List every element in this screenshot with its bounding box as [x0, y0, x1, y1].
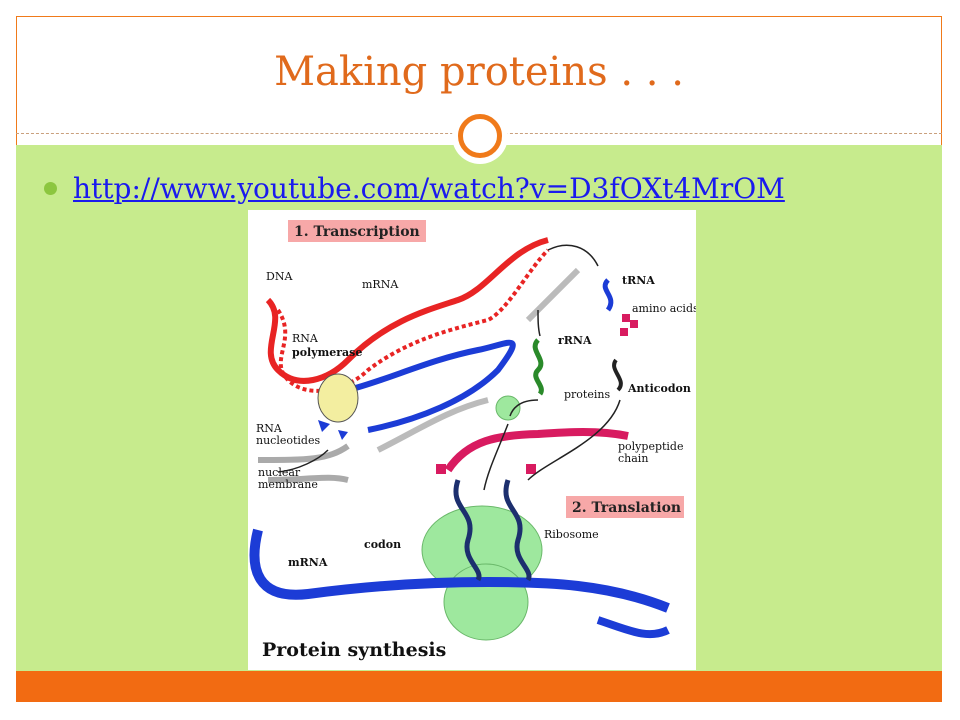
ribosome-trna-right — [503, 479, 532, 582]
label-codon: codon — [364, 538, 401, 551]
arrow-icon — [547, 244, 599, 267]
mrna-transcribed-strand — [347, 339, 516, 433]
arrow-icon — [537, 309, 541, 337]
dna-strand-a — [265, 237, 549, 384]
amino-acid — [630, 320, 638, 328]
youtube-link[interactable]: http://www.youtube.com/watch?v=D3fOXt4Mr… — [73, 171, 785, 205]
mrna-bottom-tail — [596, 616, 670, 639]
translation-label: 2. Translation — [572, 500, 681, 516]
protein-synthesis-figure: 1. Transcription 2. Translation — [248, 210, 696, 670]
ribosomal-subunit — [495, 395, 521, 421]
label-rna-nucleotides-1: RNA — [256, 422, 283, 435]
trna-molecule — [602, 278, 614, 312]
dna-strand-b — [276, 248, 550, 393]
amino-acid — [620, 328, 628, 336]
rrna-molecule — [532, 338, 544, 396]
label-dna: DNA — [266, 270, 293, 283]
label-mrna-top: mRNA — [362, 278, 399, 291]
label-polypeptide-2: chain — [618, 452, 648, 465]
label-anticodon: Anticodon — [627, 382, 691, 395]
label-rrna: rRNA — [558, 334, 592, 347]
nuclear-membrane — [257, 443, 350, 483]
label-polypeptide-1: polypeptide — [618, 440, 683, 453]
label-ribosome: Ribosome — [544, 528, 599, 541]
trna-amino-acid — [526, 464, 536, 474]
translation-label-box — [566, 496, 684, 518]
trna-amino-acid — [436, 464, 446, 474]
trna-anticodon-molecule — [612, 358, 623, 392]
amino-acid — [622, 314, 630, 322]
label-nuclear-membrane-1: nuclear — [258, 466, 301, 479]
ribosome-small-subunit — [443, 563, 529, 641]
arrow-icon — [509, 399, 539, 417]
transcription-label-box — [288, 220, 426, 242]
label-nuclear-membrane-2: membrane — [258, 478, 318, 491]
label-mrna-bottom: mRNA — [288, 556, 328, 569]
mrna-bottom-strand — [249, 528, 670, 613]
ring-icon — [458, 114, 502, 158]
arrow-icon — [277, 449, 329, 473]
transcription-label: 1. Transcription — [294, 224, 420, 240]
rna-nucleotide — [338, 430, 348, 440]
ribosome-trna-left — [453, 479, 482, 582]
nuclear-membrane-2 — [376, 267, 581, 453]
rna-polymerase — [317, 373, 359, 423]
bullet-item: http://www.youtube.com/watch?v=D3fOXt4Mr… — [44, 168, 785, 208]
label-rna-nucleotides-2: nucleotides — [256, 434, 320, 447]
label-trna: tRNA — [622, 274, 655, 287]
polypeptide-chain — [444, 428, 629, 473]
label-proteins: proteins — [564, 388, 610, 401]
arrow-icon — [483, 423, 509, 491]
footer-bar — [16, 671, 942, 702]
figure-caption: Protein synthesis — [262, 639, 446, 661]
bullet-icon — [44, 181, 57, 195]
label-rna-polymerase-2: polymerase — [292, 346, 362, 359]
label-amino-acids: amino acids — [632, 302, 696, 315]
arrow-icon — [527, 399, 621, 481]
slide-title: Making proteins . . . — [274, 49, 684, 95]
rna-nucleotide — [318, 420, 330, 432]
label-rna-polymerase-1: RNA — [292, 332, 319, 345]
